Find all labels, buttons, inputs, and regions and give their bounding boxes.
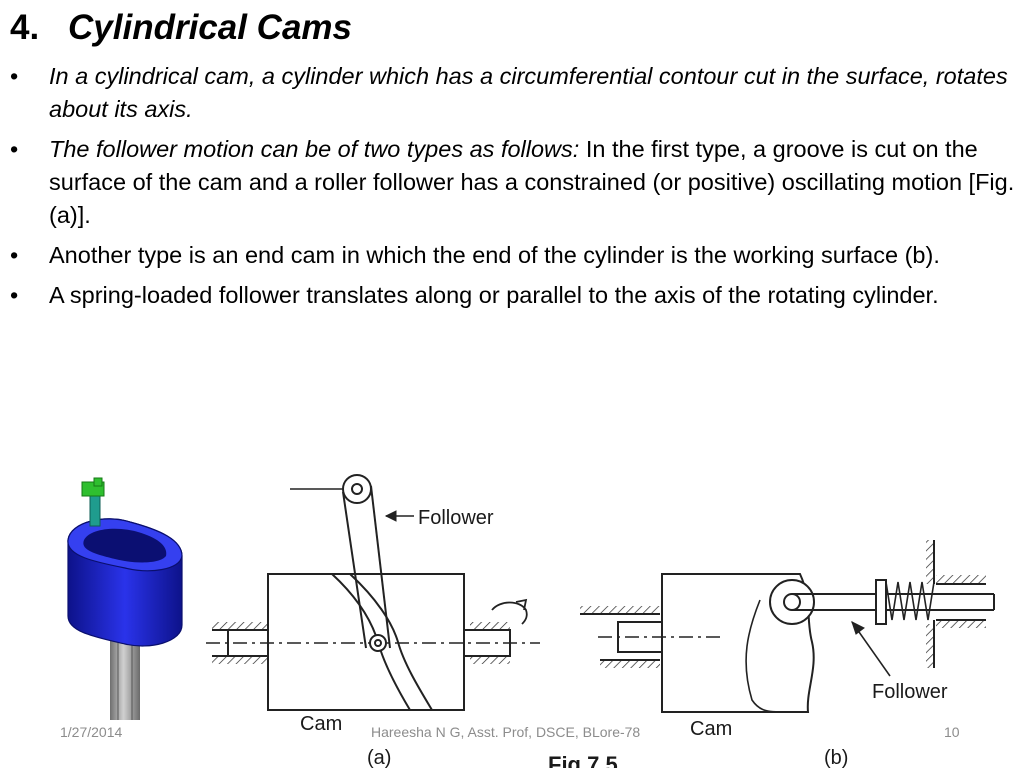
bullet-italic-text: In a cylindrical cam, a cylinder which h… <box>49 63 1008 122</box>
bullet-item: • A spring-loaded follower translates alo… <box>10 279 1015 312</box>
section-number: 4. <box>10 8 40 47</box>
bullet-item: • Another type is an end cam in which the… <box>10 239 1015 272</box>
bullet-list: • In a cylindrical cam, a cylinder which … <box>10 60 1015 319</box>
footer-page-number: 10 <box>944 724 960 740</box>
bullet-marker: • <box>10 282 19 308</box>
figure-a-diagram <box>206 474 540 711</box>
slide-title: 4. Cylindrical Cams <box>10 8 352 48</box>
follower-spring <box>885 581 935 621</box>
bullet-text: Another type is an end cam in which the … <box>49 242 940 268</box>
bullet-item: • The follower motion can be of two types… <box>10 133 1015 232</box>
footer-author: Hareesha N G, Asst. Prof, DSCE, BLore-78 <box>371 724 641 740</box>
cam-cylinder-cavity <box>83 528 167 563</box>
title-text: Cylindrical Cams <box>68 8 352 47</box>
bullet-item: • In a cylindrical cam, a cylinder which … <box>10 60 1015 126</box>
footer-date: 1/27/2014 <box>60 724 123 740</box>
cam-shaft <box>110 640 140 720</box>
bullet-marker: • <box>10 242 19 268</box>
caption-b: (b) <box>824 747 848 768</box>
cam-label-b: Cam <box>690 718 732 740</box>
bullet-text: In the first type, a groove is cut on th… <box>49 136 1015 228</box>
figure-b-diagram <box>580 540 995 713</box>
bullet-text: A spring-loaded follower translates alon… <box>49 282 939 308</box>
follower-label-b: Follower <box>872 681 948 703</box>
follower-label-a: Follower <box>418 507 494 529</box>
bullet-marker: • <box>10 136 19 162</box>
cam-label-a: Cam <box>300 713 342 735</box>
bullet-marker: • <box>10 63 19 89</box>
cam-3d-model <box>67 477 183 720</box>
caption-a: (a) <box>367 747 391 768</box>
bullet-italic-text: The follower motion can be of two types … <box>49 136 580 162</box>
figure-number: Fig 7.5 <box>548 752 618 768</box>
